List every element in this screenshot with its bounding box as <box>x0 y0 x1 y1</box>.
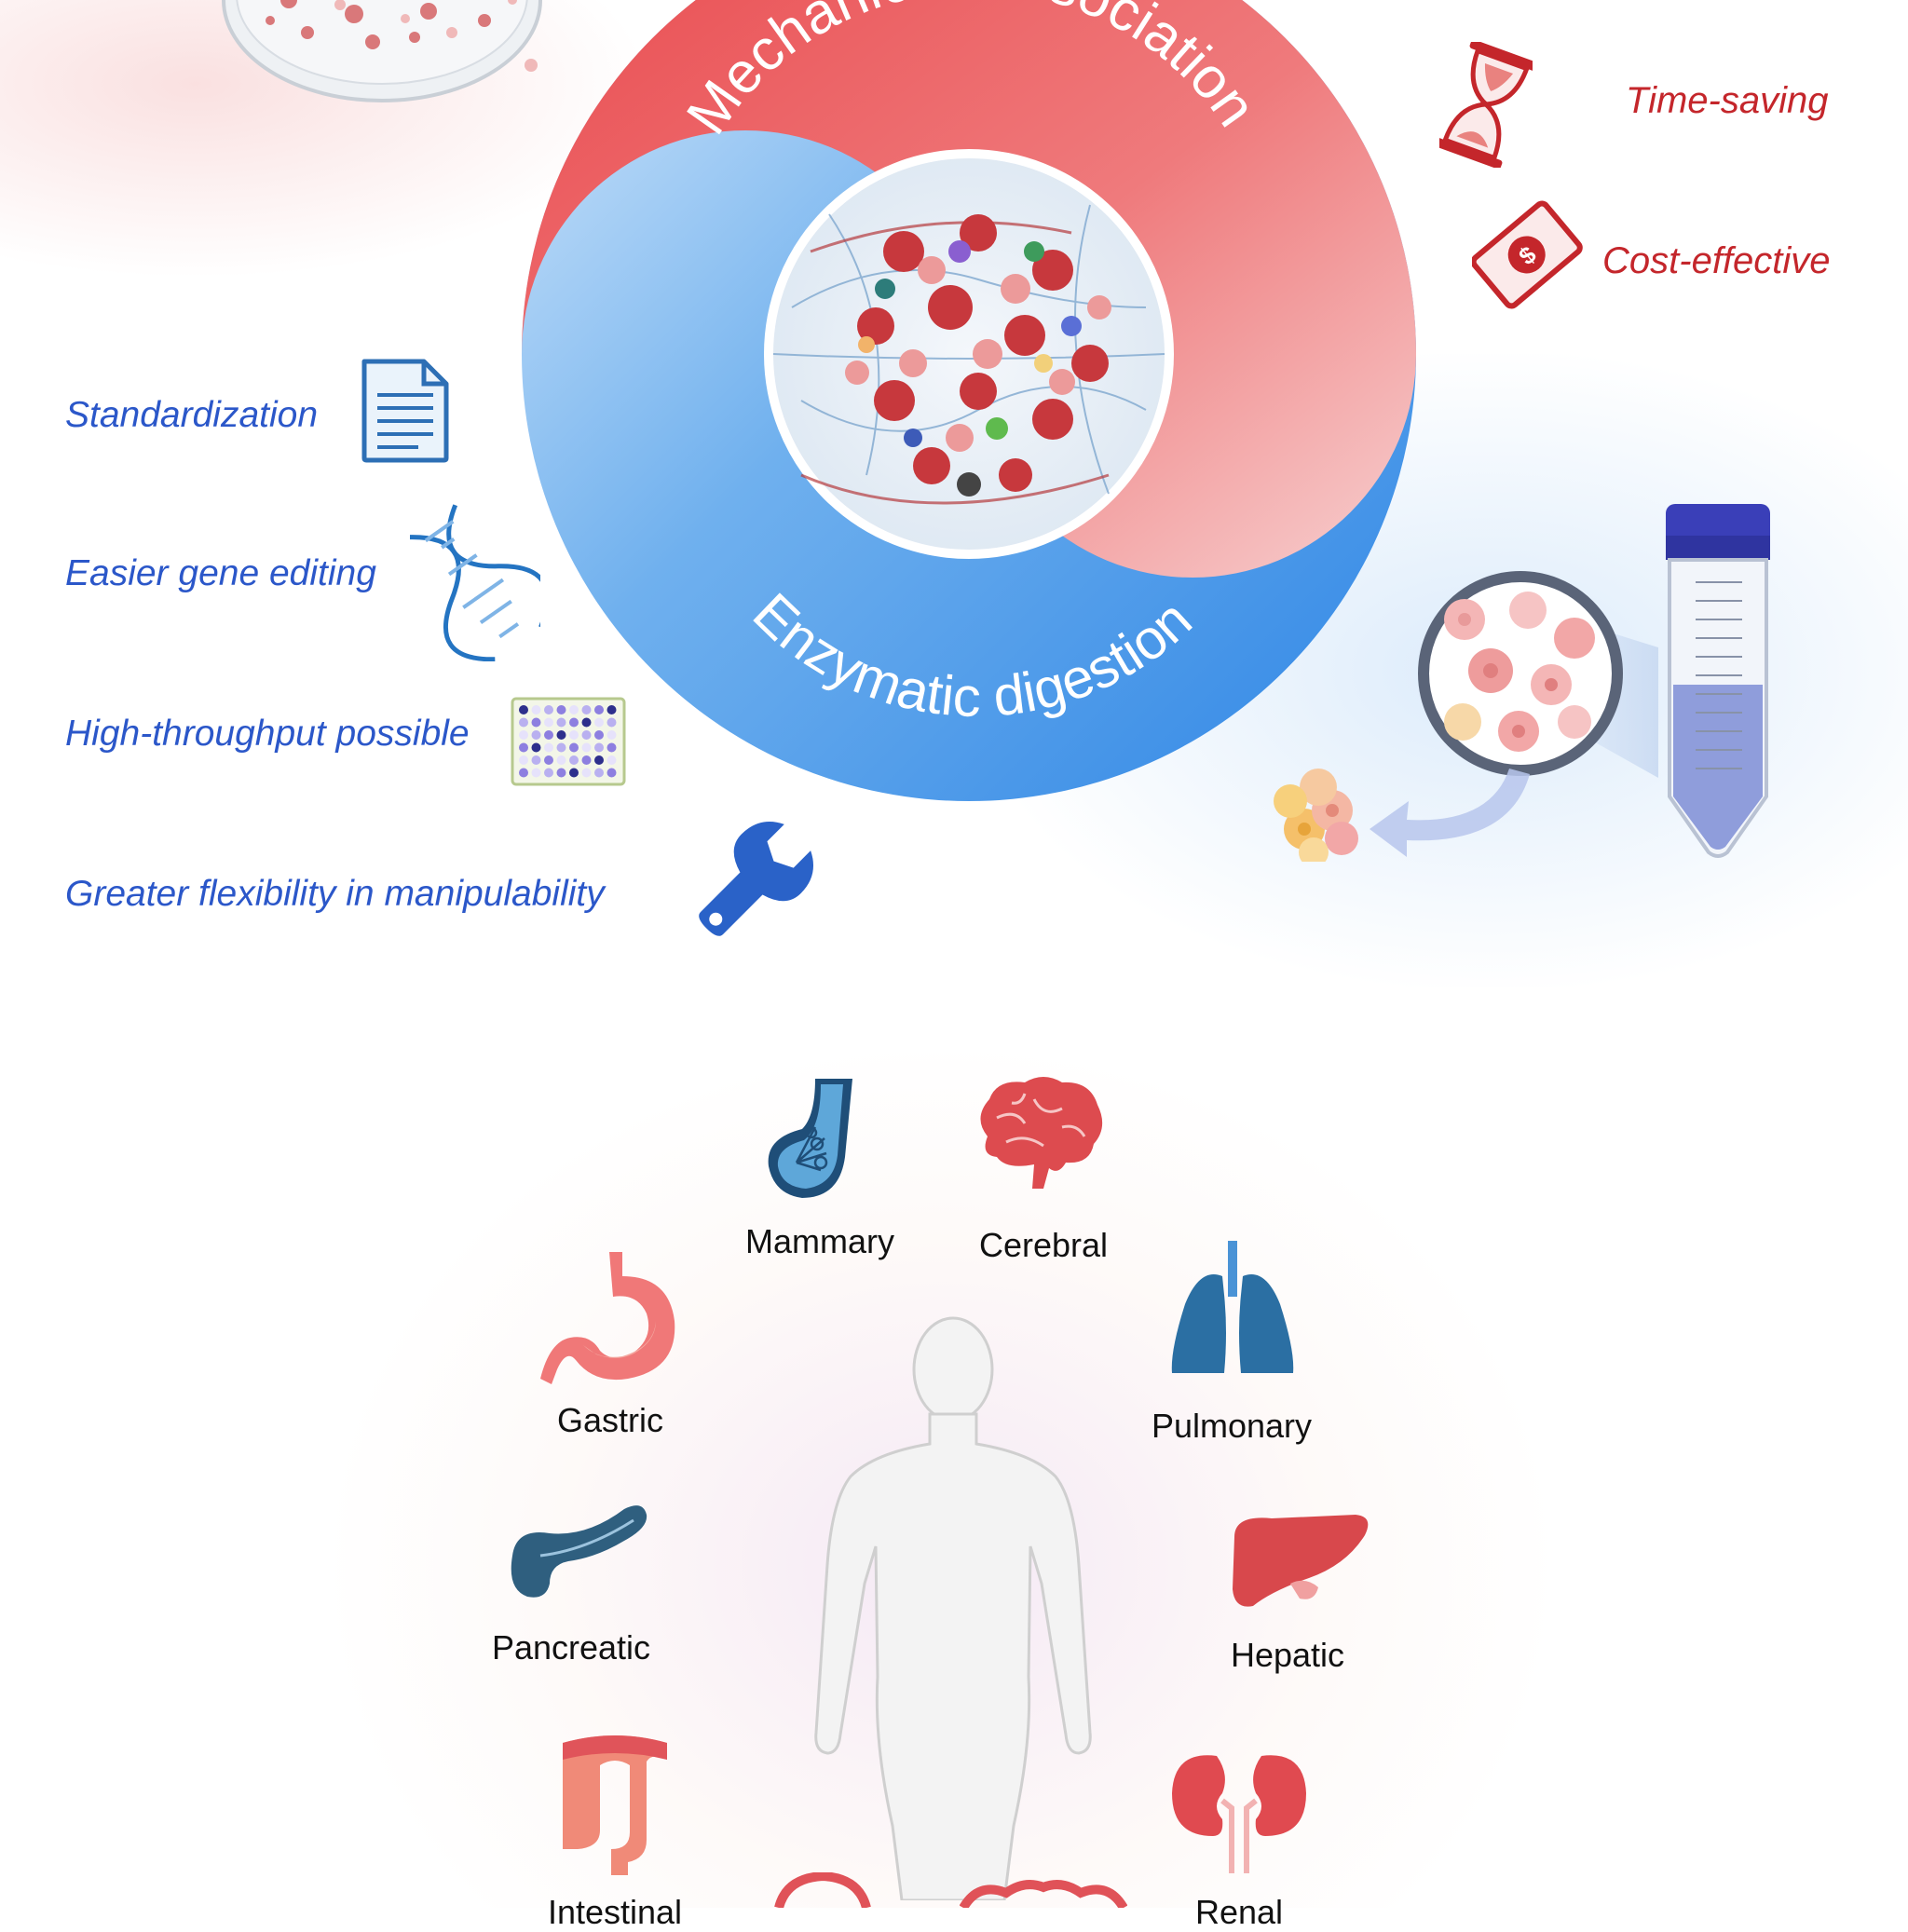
well <box>594 742 604 753</box>
organ-label-hepatic: Hepatic <box>1230 1636 1345 1674</box>
well <box>606 768 617 778</box>
well <box>544 755 553 765</box>
kidneys-icon <box>1172 1755 1306 1873</box>
dna-icon <box>410 504 540 661</box>
well <box>531 717 541 728</box>
organ-label-gastric: Gastric <box>556 1401 663 1439</box>
well <box>569 705 579 714</box>
well <box>569 730 579 740</box>
organ-label-cerebral: Cerebral <box>978 1226 1109 1264</box>
well <box>594 730 604 740</box>
well <box>569 742 579 753</box>
well <box>556 717 566 728</box>
well <box>556 730 566 740</box>
well <box>606 755 617 765</box>
well <box>556 755 566 765</box>
well <box>519 768 528 778</box>
well <box>606 730 617 740</box>
magnifier-icon <box>1418 571 1623 776</box>
organ-label-pulmonary: Pulmonary <box>1151 1407 1313 1445</box>
wrench-icon <box>699 822 813 936</box>
well <box>594 768 604 778</box>
well <box>531 742 541 753</box>
well <box>581 730 592 740</box>
well <box>594 717 604 728</box>
well <box>544 768 553 778</box>
pancreas-icon <box>511 1505 647 1598</box>
well <box>544 742 553 753</box>
high-throughput-label: High-throughput possible <box>65 714 470 754</box>
organ-label-pancreatic: Pancreatic <box>491 1628 651 1667</box>
dissociation-ring: Mechanical dissociation Enzymatic digest… <box>522 0 1416 801</box>
well <box>581 755 592 765</box>
well <box>606 742 617 753</box>
hourglass-icon <box>1439 42 1533 168</box>
organoid-icon <box>1274 769 1358 862</box>
human-body-icon <box>814 1316 1092 1900</box>
well <box>594 705 604 714</box>
stomach-icon <box>540 1252 675 1384</box>
brain-icon <box>980 1077 1103 1189</box>
document-icon <box>361 359 449 463</box>
well <box>519 755 528 765</box>
well <box>519 730 528 740</box>
well <box>606 717 617 728</box>
well-plate-icon <box>511 697 626 786</box>
petri-dish-icon <box>222 0 542 102</box>
well <box>519 717 528 728</box>
well <box>556 768 566 778</box>
cell-suspension-illustration <box>1274 504 1770 862</box>
bladder-icon <box>774 1872 871 1908</box>
cost-effective-label: Cost-effective <box>1602 240 1831 281</box>
well <box>556 742 566 753</box>
well <box>581 768 592 778</box>
well <box>569 755 579 765</box>
well <box>556 705 566 714</box>
time-saving-label: Time-saving <box>1626 80 1829 121</box>
well <box>531 705 541 714</box>
gene-editing-label: Easier gene editing <box>65 553 376 593</box>
well <box>531 755 541 765</box>
well <box>544 717 553 728</box>
well <box>569 768 579 778</box>
well <box>581 717 592 728</box>
organ-label-renal: Renal <box>1194 1893 1284 1931</box>
tube-icon <box>1666 504 1770 858</box>
well <box>606 705 617 714</box>
well <box>531 768 541 778</box>
well <box>544 730 553 740</box>
lungs-icon <box>1171 1241 1294 1373</box>
money-icon: $ <box>1472 200 1583 309</box>
liver-icon <box>1233 1515 1369 1607</box>
well <box>519 742 528 753</box>
well <box>531 730 541 740</box>
well <box>519 705 528 714</box>
intestine-icon <box>563 1735 667 1875</box>
flexibility-label: Greater flexibility in manipulability <box>65 874 605 914</box>
well <box>569 717 579 728</box>
organ-label-mammary: Mammary <box>745 1222 894 1260</box>
well <box>581 742 592 753</box>
well <box>581 705 592 714</box>
standardization-label: Standardization <box>65 395 319 435</box>
uterus-icon <box>960 1880 1127 1908</box>
breast-icon <box>768 1079 852 1198</box>
arrow-icon <box>1370 769 1530 857</box>
well <box>594 755 604 765</box>
well <box>544 705 553 714</box>
organ-label-intestinal: Intestinal <box>547 1893 683 1931</box>
